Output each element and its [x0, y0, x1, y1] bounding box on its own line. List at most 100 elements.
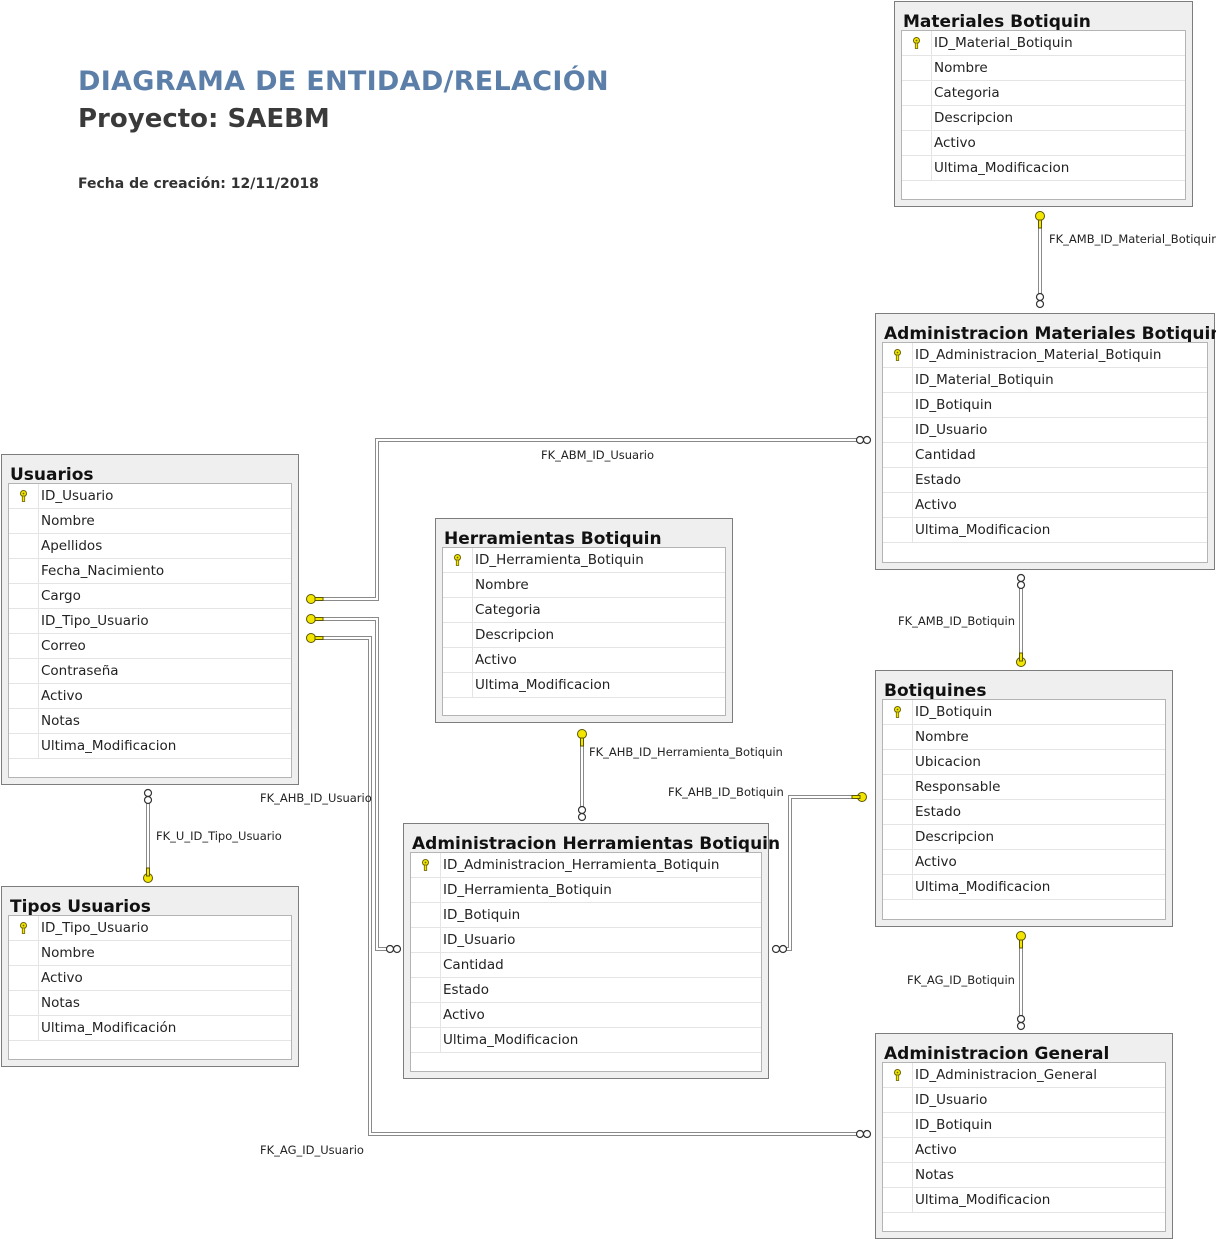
column-row[interactable]: Activo — [883, 850, 1165, 875]
column-row[interactable]: ID_Usuario — [9, 484, 291, 509]
column-name: Ultima_Modificación — [41, 1020, 177, 1036]
column-row[interactable]: Ultima_Modificacion — [443, 673, 725, 698]
many-end-marker — [143, 788, 153, 805]
column-row[interactable]: Notas — [9, 709, 291, 734]
column-row[interactable]: Ultima_Modificacion — [883, 518, 1207, 543]
column-row[interactable]: Ultima_Modificacion — [883, 875, 1165, 900]
column-row[interactable]: Contraseña — [9, 659, 291, 684]
column-row[interactable]: Categoria — [902, 81, 1185, 106]
column-row[interactable]: Activo — [883, 493, 1207, 518]
column-name: Nombre — [915, 729, 969, 745]
column-row[interactable]: ID_Botiquin — [883, 1113, 1165, 1138]
column-name: Nombre — [41, 513, 95, 529]
column-name: Fecha_Nacimiento — [41, 563, 165, 579]
column-row[interactable]: ID_Usuario — [883, 1088, 1165, 1113]
column-row[interactable]: ID_Material_Botiquin — [883, 368, 1207, 393]
column-row[interactable]: Estado — [883, 468, 1207, 493]
column-row[interactable]: Descripcion — [883, 825, 1165, 850]
column-row[interactable]: Cantidad — [883, 443, 1207, 468]
column-row[interactable]: Ultima_Modificacion — [883, 1188, 1165, 1213]
column-row[interactable]: Ultima_Modificacion — [902, 156, 1185, 181]
column-row[interactable]: Fecha_Nacimiento — [9, 559, 291, 584]
column-name: Descripcion — [934, 110, 1014, 126]
column-row[interactable]: Cargo — [9, 584, 291, 609]
column-row[interactable]: Notas — [883, 1163, 1165, 1188]
column-row[interactable]: Estado — [883, 800, 1165, 825]
column-row[interactable]: Activo — [883, 1138, 1165, 1163]
column-row[interactable]: ID_Tipo_Usuario — [9, 609, 291, 634]
entity-herramientas-botiquin[interactable]: Herramientas Botiquin ID_Herramienta_Bot… — [435, 518, 733, 723]
row-selector — [902, 106, 932, 130]
column-row[interactable]: Cantidad — [411, 953, 761, 978]
column-row[interactable]: ID_Botiquin — [883, 700, 1165, 725]
row-selector — [9, 659, 39, 683]
key-end-marker — [306, 633, 324, 643]
column-row[interactable]: Nombre — [883, 725, 1165, 750]
column-row[interactable]: Correo — [9, 634, 291, 659]
column-row[interactable]: Activo — [411, 1003, 761, 1028]
row-selector — [883, 825, 913, 849]
column-row[interactable]: ID_Administracion_Herramienta_Botiquin — [411, 853, 761, 878]
column-row[interactable]: Nombre — [443, 573, 725, 598]
column-name: Cantidad — [443, 957, 504, 973]
column-row[interactable]: Activo — [902, 131, 1185, 156]
column-name: Responsable — [915, 779, 1001, 795]
column-row[interactable]: ID_Herramienta_Botiquin — [411, 878, 761, 903]
entity-materiales-botiquin[interactable]: Materiales Botiquin ID_Material_Botiquin… — [894, 1, 1193, 207]
column-row[interactable]: Nombre — [902, 56, 1185, 81]
relationship-label: FK_AHB_ID_Herramienta_Botiquin — [589, 745, 783, 759]
column-row[interactable]: Nombre — [9, 509, 291, 534]
column-row[interactable]: ID_Herramienta_Botiquin — [443, 548, 725, 573]
relationship-label: FK_U_ID_Tipo_Usuario — [156, 829, 282, 843]
relationship-label: FK_AMB_ID_Botiquin — [898, 614, 1016, 628]
column-row[interactable]: ID_Administracion_General — [883, 1063, 1165, 1088]
column-row[interactable]: ID_Botiquin — [883, 393, 1207, 418]
column-row[interactable]: ID_Usuario — [411, 928, 761, 953]
column-name: Ubicacion — [915, 754, 981, 770]
column-name: ID_Usuario — [443, 932, 516, 948]
entity-administracion-herramientas-botiquin[interactable]: Administracion Herramientas Botiquin ID_… — [403, 823, 780, 1079]
column-row[interactable]: Ubicacion — [883, 750, 1165, 775]
column-row[interactable]: Activo — [9, 966, 291, 991]
row-selector — [902, 131, 932, 155]
entity-administracion-general[interactable]: Administracion General ID_Administracion… — [875, 1033, 1173, 1239]
primary-key-icon — [9, 916, 39, 940]
row-selector — [883, 875, 913, 899]
column-row[interactable]: ID_Administracion_Material_Botiquin — [883, 343, 1207, 368]
row-selector — [411, 878, 441, 902]
column-name: Descripcion — [915, 829, 995, 845]
row-selector — [411, 928, 441, 952]
column-row[interactable]: Activo — [9, 684, 291, 709]
column-row[interactable]: ID_Material_Botiquin — [902, 31, 1185, 56]
row-selector — [9, 734, 39, 758]
column-row[interactable]: ID_Tipo_Usuario — [9, 916, 291, 941]
column-row[interactable]: Categoria — [443, 598, 725, 623]
column-row[interactable]: Ultima_Modificacion — [9, 734, 291, 759]
column-row[interactable]: Estado — [411, 978, 761, 1003]
column-row[interactable]: Nombre — [9, 941, 291, 966]
column-row[interactable]: ID_Botiquin — [411, 903, 761, 928]
column-row[interactable]: ID_Usuario — [883, 418, 1207, 443]
entity-administracion-materiales-botiquin[interactable]: Administracion Materiales Botiquin ID_Ad… — [875, 313, 1216, 570]
key-end-marker — [851, 792, 867, 802]
column-row[interactable]: Ultima_Modificacion — [411, 1028, 761, 1053]
row-selector — [883, 1088, 913, 1112]
column-row[interactable]: Ultima_Modificación — [9, 1016, 291, 1041]
many-end-marker — [1016, 573, 1026, 590]
column-row[interactable]: Descripcion — [443, 623, 725, 648]
column-row[interactable]: Apellidos — [9, 534, 291, 559]
column-row[interactable]: Responsable — [883, 775, 1165, 800]
column-name: Activo — [41, 970, 83, 986]
column-row[interactable]: Descripcion — [902, 106, 1185, 131]
column-row[interactable]: Notas — [9, 991, 291, 1016]
column-row[interactable]: Activo — [443, 648, 725, 673]
column-name: Nombre — [475, 577, 529, 593]
